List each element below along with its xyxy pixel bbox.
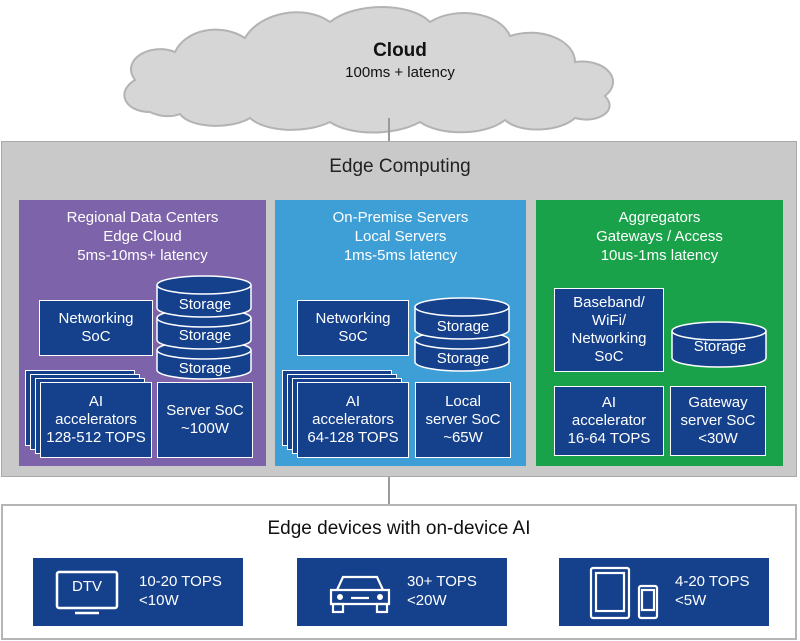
storage-label: Storage xyxy=(178,327,232,344)
onpremise-title: On-Premise Servers xyxy=(332,209,469,226)
edge-computing-title: Edge Computing xyxy=(329,156,471,177)
regional-data-centers-panel: Regional Data Centers Edge Cloud 5ms-10m… xyxy=(19,200,266,466)
device-power: <20W xyxy=(407,592,447,609)
onpremise-latency: 1ms-5ms latency xyxy=(343,247,458,264)
aggregators-header: Aggregators Gateways / Access 10us-1ms l… xyxy=(536,208,783,265)
edge-computing-panel: Edge Computing Regional Data Centers Edg… xyxy=(1,141,797,477)
cloud-shape xyxy=(123,6,615,134)
box-label: AI xyxy=(345,393,361,410)
storage-label: Storage xyxy=(178,296,232,313)
car-icon xyxy=(329,575,391,614)
storage-label: Storage xyxy=(178,360,232,377)
storage-label: Storage xyxy=(693,338,747,355)
box-label: SoC xyxy=(338,328,368,345)
device-car-box: 30+ TOPS <20W xyxy=(297,558,507,626)
box-label: AI xyxy=(601,394,617,411)
storage-label: Storage xyxy=(436,350,490,367)
box-label: accelerators xyxy=(55,411,137,428)
box-label: server SoC xyxy=(680,412,756,429)
device-tops: 30+ TOPS xyxy=(407,573,477,590)
box-label: accelerator xyxy=(571,412,647,429)
device-tops: 4-20 TOPS xyxy=(675,573,750,590)
box-label: accelerators xyxy=(312,411,394,428)
device-specs: 10-20 TOPS <10W xyxy=(139,572,222,610)
aggregators-title: Aggregators xyxy=(618,209,701,226)
onpremise-header: On-Premise Servers Local Servers 1ms-5ms… xyxy=(275,208,526,265)
box-label: Gateway xyxy=(688,394,748,411)
storage-cylinder-stack xyxy=(414,297,510,372)
regional-header: Regional Data Centers Edge Cloud 5ms-10m… xyxy=(19,208,266,265)
regional-subtitle: Edge Cloud xyxy=(103,228,182,245)
box-label: 16-64 TOPS xyxy=(567,430,651,447)
box-label: server SoC xyxy=(425,411,501,428)
cloud-latency: 100ms + latency xyxy=(345,64,455,81)
box-label: AI xyxy=(88,393,104,410)
device-tablet-phone-box: 4-20 TOPS <5W xyxy=(559,558,769,626)
box-label: 64-128 TOPS xyxy=(307,429,399,446)
box-label: Networking xyxy=(315,310,391,327)
edge-devices-title: Edge devices with on-device AI xyxy=(267,518,531,539)
aggregators-subtitle: Gateways / Access xyxy=(596,228,723,245)
device-specs: 4-20 TOPS <5W xyxy=(675,572,750,610)
box-label: Baseband/ xyxy=(573,294,645,311)
edge-devices-connector xyxy=(388,477,390,505)
aggregators-latency: 10us-1ms latency xyxy=(600,247,719,264)
device-specs: 30+ TOPS <20W xyxy=(407,572,477,610)
storage-label: Storage xyxy=(436,318,490,335)
device-tops: 10-20 TOPS xyxy=(139,573,222,590)
box-label: ~100W xyxy=(181,420,229,437)
regional-latency: 5ms-10ms+ latency xyxy=(77,247,208,264)
tablet-phone-icon xyxy=(589,566,659,620)
box-label: 128-512 TOPS xyxy=(46,429,146,446)
cloud-edge-connector xyxy=(388,118,390,142)
box-label: SoC xyxy=(594,348,624,365)
server-soc-box: Server SoC~100W xyxy=(157,382,253,458)
storage-cylinder-stack xyxy=(156,275,252,380)
box-label: Local xyxy=(445,393,481,410)
tv-icon-label: DTV xyxy=(72,578,102,595)
box-label: WiFi/ xyxy=(591,312,627,329)
box-label: ~65W xyxy=(443,429,483,446)
regional-title: Regional Data Centers xyxy=(66,209,219,226)
box-label: Networking xyxy=(58,310,134,327)
aggregators-panel: Aggregators Gateways / Access 10us-1ms l… xyxy=(536,200,783,466)
cloud-title: Cloud xyxy=(373,40,427,61)
onpremise-subtitle: Local Servers xyxy=(354,228,447,245)
box-label: Networking xyxy=(571,330,647,347)
edge-devices-panel: Edge devices with on-device AI DTV 10-20… xyxy=(1,504,797,640)
box-label: SoC xyxy=(81,328,111,345)
storage-cylinder xyxy=(671,321,767,368)
box-label: Server SoC xyxy=(166,402,244,419)
on-premise-servers-panel: On-Premise Servers Local Servers 1ms-5ms… xyxy=(275,200,526,466)
device-power: <10W xyxy=(139,592,179,609)
box-label: <30W xyxy=(698,430,738,447)
device-power: <5W xyxy=(675,592,707,609)
tv-icon xyxy=(55,570,119,615)
device-tv-box: DTV 10-20 TOPS <10W xyxy=(33,558,243,626)
